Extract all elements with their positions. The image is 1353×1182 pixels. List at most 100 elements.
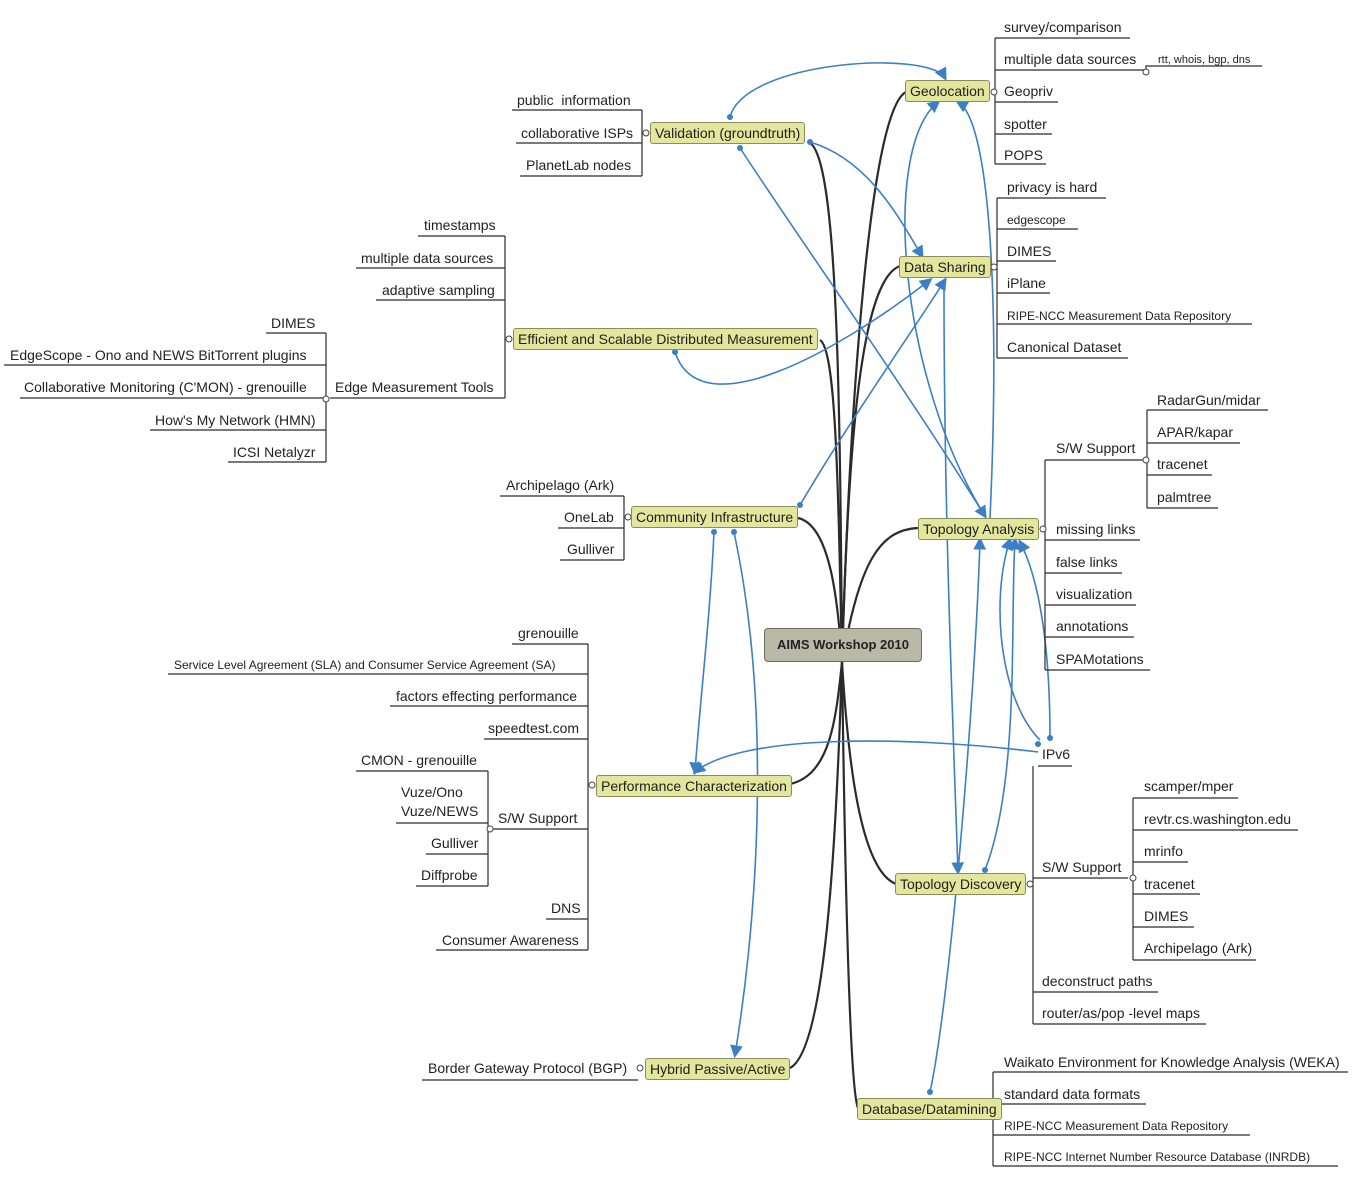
leaf-tracenet-ta[interactable]: tracenet <box>1157 456 1208 472</box>
relation-community-hybrid <box>730 531 759 1059</box>
relation-datasharing-discovery <box>943 289 965 876</box>
leaf-false-links[interactable]: false links <box>1056 554 1118 570</box>
leaf-apar-kapar[interactable]: APAR/kapar <box>1157 424 1233 440</box>
branch-hybrid <box>789 661 844 1069</box>
topic-efficient-scalable[interactable]: Efficient and Scalable Distributed Measu… <box>513 328 818 350</box>
topic-database-datamining[interactable]: Database/Datamining <box>857 1098 1002 1120</box>
branch-geolocation <box>840 91 907 663</box>
leaf-palmtree[interactable]: palmtree <box>1157 489 1212 505</box>
leaf-mrinfo[interactable]: mrinfo <box>1144 843 1183 859</box>
relation-endpoints <box>672 114 1053 1095</box>
relation-community-datasharing <box>799 277 947 506</box>
leaf-edge-measurement-tools[interactable]: Edge Measurement Tools <box>335 379 494 395</box>
leaf-standard-data-formats[interactable]: standard data formats <box>1004 1086 1141 1102</box>
leaf-onelab[interactable]: OneLab <box>564 509 614 525</box>
leaf-bgp[interactable]: Border Gateway Protocol (BGP) <box>428 1060 628 1076</box>
branch-validation <box>807 140 844 663</box>
leaf-sla[interactable]: Service Level Agreement (SLA) and Consum… <box>174 658 556 672</box>
leaf-spamotations[interactable]: SPAMotations <box>1056 651 1144 667</box>
relationship-arrows <box>674 62 1051 1093</box>
leaf-dimes-edge[interactable]: DIMES <box>271 315 316 331</box>
relation-ipv6-performance <box>692 740 1039 775</box>
leaf-consumer-awareness[interactable]: Consumer Awareness <box>442 932 579 948</box>
leaf-ripe-ncc-repo-db[interactable]: RIPE-NCC Measurement Data Repository <box>1004 1119 1229 1133</box>
main-branches <box>789 91 919 1109</box>
leaf-rtt-whois-bgp-dns[interactable]: rtt, whois, bgp, dns <box>1158 54 1251 66</box>
leaf-scamper[interactable]: scamper/mper <box>1144 778 1234 794</box>
relation-validation-topology <box>739 147 987 519</box>
leaf-annotations[interactable]: annotations <box>1056 618 1129 634</box>
topic-topology-discovery[interactable]: Topology Discovery <box>895 873 1027 895</box>
leaf-vuze-news[interactable]: Vuze/NEWS <box>401 803 479 819</box>
relation-validation-geolocation <box>729 62 947 118</box>
leaf-cmon[interactable]: Collaborative Monitoring (C'MON) - greno… <box>24 379 307 395</box>
leaf-iplane[interactable]: iPlane <box>1007 275 1046 291</box>
relation-topology-geolocation-2 <box>955 100 995 519</box>
leaf-ta-sw-support[interactable]: S/W Support <box>1056 440 1136 456</box>
leaf-multiple-data-sources-2[interactable]: multiple data sources <box>361 250 494 266</box>
leaf-pc-sw-support[interactable]: S/W Support <box>498 810 578 826</box>
leaf-weka[interactable]: Waikato Environment for Knowledge Analys… <box>1004 1054 1340 1070</box>
leaf-revtr[interactable]: revtr.cs.washington.edu <box>1144 811 1292 827</box>
leaf-ripe-ncc-repo[interactable]: RIPE-NCC Measurement Data Repository <box>1007 309 1232 323</box>
relation-efficient-datasharing <box>674 278 933 385</box>
leaf-speedtest[interactable]: speedtest.com <box>488 720 580 736</box>
leaf-icsi-netalyzr[interactable]: ICSI Netalyzr <box>233 444 316 460</box>
leaf-timestamps[interactable]: timestamps <box>424 217 496 233</box>
leaf-hmn[interactable]: How's My Network (HMN) <box>155 412 316 428</box>
leaf-connectors <box>992 37 1348 1167</box>
leaf-cmon-grenouille[interactable]: CMON - grenouille <box>361 752 477 768</box>
leaf-gulliver-pc[interactable]: Gulliver <box>431 835 479 851</box>
leaf-vuze-ono[interactable]: Vuze/Ono <box>401 784 463 800</box>
relation-community-performance <box>689 531 715 776</box>
relation-discovery-topology <box>984 536 1021 871</box>
leaf-gulliver-ci[interactable]: Gulliver <box>567 541 615 557</box>
leaf-ipv6[interactable]: IPv6 <box>1042 746 1071 762</box>
leaf-dns[interactable]: DNS <box>551 900 581 916</box>
leaf-dimes[interactable]: DIMES <box>1007 243 1052 259</box>
leaf-collaborative-isps[interactable]: collaborative ISPs <box>521 125 634 141</box>
topic-validation[interactable]: Validation (groundtruth) <box>650 122 806 144</box>
leaf-spotter[interactable]: spotter <box>1004 116 1047 132</box>
leaf-survey-comparison[interactable]: survey/comparison <box>1004 19 1122 35</box>
leaf-diffprobe[interactable]: Diffprobe <box>421 867 478 883</box>
topic-hybrid[interactable]: Hybrid Passive/Active <box>645 1058 791 1080</box>
topic-data-sharing[interactable]: Data Sharing <box>899 256 991 278</box>
leaf-td-sw-support[interactable]: S/W Support <box>1042 859 1122 875</box>
branch-topology-discovery <box>840 661 897 886</box>
leaf-router-as-pop-maps[interactable]: router/as/pop -level maps <box>1042 1005 1200 1021</box>
leaf-geopriv[interactable]: Geopriv <box>1004 83 1054 99</box>
leaf-edgescope-plugins[interactable]: EdgeScope - Ono and NEWS BitTorrent plug… <box>10 347 307 363</box>
leaf-archipelago-td[interactable]: Archipelago (Ark) <box>1144 940 1253 956</box>
branch-efficient <box>819 339 844 663</box>
leaf-missing-links[interactable]: missing links <box>1056 521 1136 537</box>
branch-performance <box>789 661 844 786</box>
central-topic[interactable]: AIMS Workshop 2010 <box>764 628 922 662</box>
relation-validation-datasharing <box>809 141 924 259</box>
relation-ipv6-topology <box>999 536 1041 741</box>
leaf-archipelago[interactable]: Archipelago (Ark) <box>506 477 615 493</box>
topic-performance[interactable]: Performance Characterization <box>596 775 792 797</box>
leaf-planetlab-nodes[interactable]: PlanetLab nodes <box>526 157 632 173</box>
leaf-factors-performance[interactable]: factors effecting performance <box>396 688 578 704</box>
relation-ipv6-topology-2 <box>1018 539 1051 739</box>
leaf-visualization[interactable]: visualization <box>1056 586 1133 602</box>
leaf-ripe-ncc-inrdb[interactable]: RIPE-NCC Internet Number Resource Databa… <box>1004 1150 1311 1164</box>
leaf-canonical-dataset[interactable]: Canonical Dataset <box>1007 339 1122 355</box>
topic-community-infrastructure[interactable]: Community Infrastructure <box>631 506 799 528</box>
leaf-privacy-is-hard[interactable]: privacy is hard <box>1007 179 1098 195</box>
leaf-multiple-data-sources[interactable]: multiple data sources <box>1004 51 1137 67</box>
leaf-dimes-td[interactable]: DIMES <box>1144 908 1189 924</box>
leaf-public-information[interactable]: public information <box>517 92 631 108</box>
branch-database <box>840 661 860 1109</box>
leaf-radargun[interactable]: RadarGun/midar <box>1157 392 1261 408</box>
topic-topology-analysis[interactable]: Topology Analysis <box>918 518 1040 540</box>
topic-geolocation[interactable]: Geolocation <box>905 80 990 102</box>
leaf-grenouille[interactable]: grenouille <box>518 625 579 641</box>
leaf-tracenet-td[interactable]: tracenet <box>1144 876 1195 892</box>
leaf-edgescope[interactable]: edgescope <box>1007 213 1066 227</box>
leaf-adaptive-sampling[interactable]: adaptive sampling <box>382 282 495 298</box>
leaf-pops[interactable]: POPS <box>1004 147 1043 163</box>
leaf-deconstruct-paths[interactable]: deconstruct paths <box>1042 973 1153 989</box>
